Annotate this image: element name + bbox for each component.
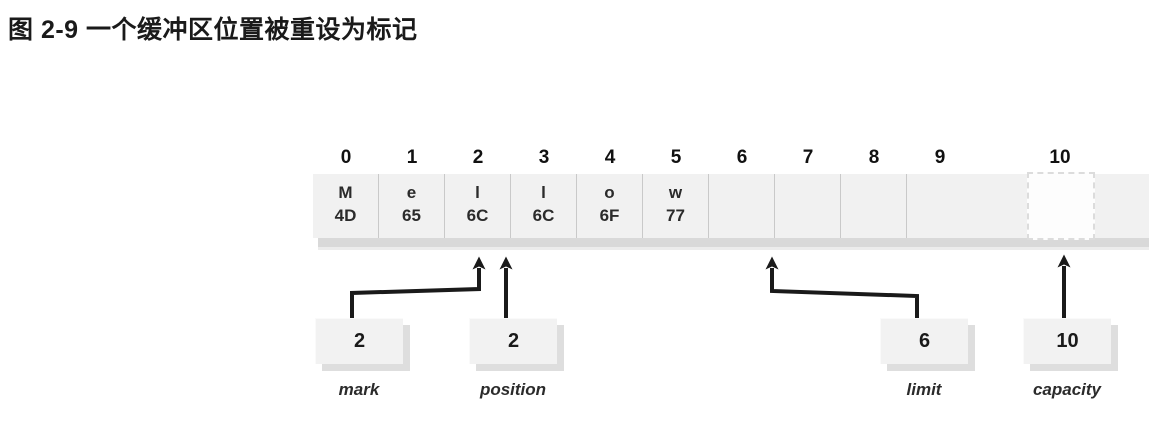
marker-box-limit: 6 limit bbox=[880, 318, 975, 399]
box-face: 2 bbox=[315, 318, 403, 364]
index-label-5: 5 bbox=[670, 147, 682, 168]
buffer-cell-hex: 4D bbox=[334, 206, 357, 225]
buffer-cell-char: e bbox=[406, 183, 417, 202]
index-label-3: 3 bbox=[538, 147, 550, 168]
index-label-8: 8 bbox=[868, 147, 880, 168]
buffer-cell-hex: 65 bbox=[402, 206, 421, 225]
index-label-4: 4 bbox=[604, 147, 616, 168]
index-label-7: 7 bbox=[802, 147, 814, 168]
marker-caption: position bbox=[479, 380, 547, 399]
buffer-cell-10-virtual bbox=[1027, 172, 1095, 240]
buffer-cell-4: o 6F bbox=[577, 174, 643, 238]
buffer-cell-8 bbox=[841, 174, 907, 238]
marker-caption: limit bbox=[906, 380, 942, 399]
buffer-cell-char: M bbox=[338, 183, 353, 202]
box-face: 10 bbox=[1023, 318, 1111, 364]
marker-box-capacity: 10 capacity bbox=[1023, 318, 1118, 399]
marker-value: 10 bbox=[1056, 330, 1079, 352]
index-label-10: 10 bbox=[1049, 147, 1071, 168]
buffer-cell-char: o bbox=[604, 183, 615, 202]
buffer-cell-6 bbox=[709, 174, 775, 238]
buffer-cell-char: w bbox=[668, 183, 683, 202]
marker-caption: capacity bbox=[1032, 380, 1102, 399]
marker-box-mark: 2 mark bbox=[315, 318, 410, 399]
marker-value: 6 bbox=[918, 330, 931, 352]
buffer-cell-char: l bbox=[475, 183, 480, 202]
buffer-cell-7 bbox=[775, 174, 841, 238]
buffer-cell-9 bbox=[907, 174, 973, 238]
index-label-6: 6 bbox=[736, 147, 748, 168]
marker-box-position: 2 position bbox=[469, 318, 564, 399]
index-label-1: 1 bbox=[406, 147, 418, 168]
buffer-cell-5: w 77 bbox=[643, 174, 709, 238]
buffer-cell-0: M 4D bbox=[313, 174, 379, 238]
limit-connector bbox=[765, 256, 919, 320]
index-label-0: 0 bbox=[340, 147, 352, 168]
buffer-cell-char: l bbox=[541, 183, 546, 202]
buffer-cell-1: e 65 bbox=[379, 174, 445, 238]
marker-value: 2 bbox=[507, 330, 520, 352]
buffer-cell-3: l 6C bbox=[511, 174, 577, 238]
mark-connector bbox=[350, 256, 486, 320]
box-face: 2 bbox=[469, 318, 557, 364]
marker-value: 2 bbox=[353, 330, 366, 352]
figure-caption: 图 2-9 一个缓冲区位置被重设为标记 bbox=[8, 16, 418, 44]
buffer-cell-hex: 77 bbox=[666, 206, 685, 225]
buffer-cell-hex: 6C bbox=[466, 206, 489, 225]
buffer-cell-hex: 6F bbox=[599, 206, 620, 225]
buffer-bar-shadow-soft bbox=[318, 247, 1149, 250]
index-label-9: 9 bbox=[934, 147, 946, 168]
buffer-cell-2: l 6C bbox=[445, 174, 511, 238]
box-face: 6 bbox=[880, 318, 968, 364]
buffer-bar-shadow bbox=[318, 238, 1149, 247]
index-label-2: 2 bbox=[472, 147, 484, 168]
buffer-cell-hex: 6C bbox=[532, 206, 555, 225]
marker-caption: mark bbox=[338, 380, 380, 399]
